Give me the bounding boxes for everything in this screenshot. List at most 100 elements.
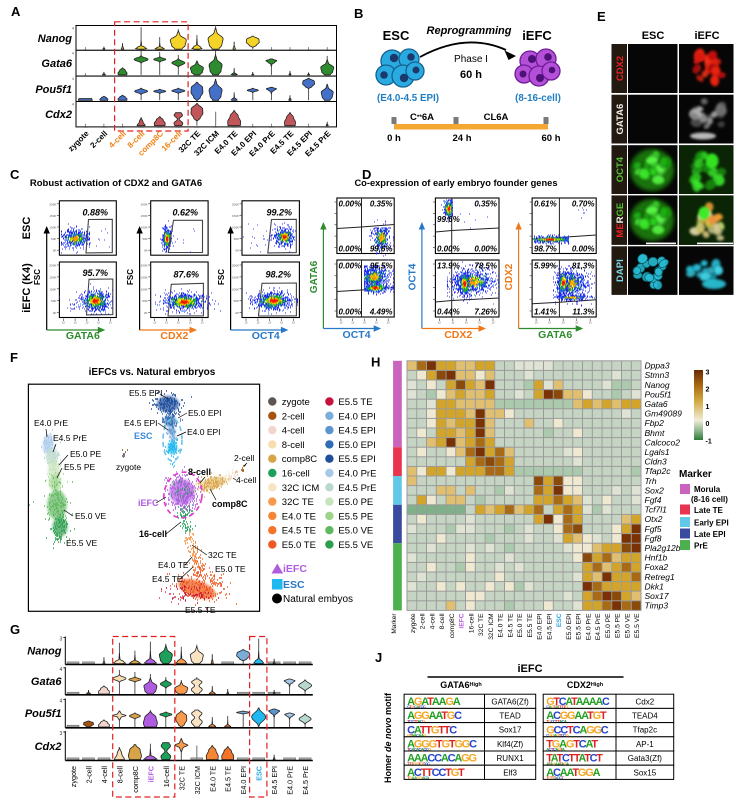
svg-text:E5.5 PE: E5.5 PE	[338, 511, 373, 522]
svg-text:60 h: 60 h	[541, 133, 560, 144]
svg-text:0.44%: 0.44%	[437, 308, 460, 317]
svg-text:ESC: ESC	[556, 613, 563, 627]
svg-text:16-cell: 16-cell	[282, 469, 310, 480]
svg-text:AGGAATGC: AGGAATGC	[407, 710, 462, 722]
svg-text:iEFC: iEFC	[522, 28, 552, 43]
svg-text:4-cell: 4-cell	[429, 613, 436, 629]
svg-text:Homer de novo motif: Homer de novo motif	[383, 692, 393, 783]
svg-text:Morula: Morula	[694, 485, 721, 494]
svg-text:OCT4: OCT4	[343, 329, 371, 341]
svg-text:E4.0 TE: E4.0 TE	[158, 560, 189, 570]
svg-text:0K: 0K	[235, 249, 239, 253]
svg-text:50K: 50K	[51, 237, 56, 241]
svg-text:7.26%: 7.26%	[474, 308, 497, 317]
svg-text:50K: 50K	[234, 299, 239, 303]
svg-text:E5.5 PE: E5.5 PE	[615, 613, 622, 638]
svg-text:E4.0 EPI: E4.0 EPI	[187, 427, 221, 437]
svg-text:Reprogramming: Reprogramming	[427, 25, 512, 37]
svg-text:10: 10	[177, 321, 180, 325]
svg-text:E5.5 TE: E5.5 TE	[527, 613, 534, 638]
svg-text:Otx2: Otx2	[645, 514, 663, 524]
svg-text:2: 2	[706, 387, 710, 394]
svg-text:1.41%: 1.41%	[534, 308, 557, 317]
svg-text:50K: 50K	[51, 299, 56, 303]
svg-text:CTGCATCC: CTGCATCC	[407, 704, 426, 709]
svg-text:Early EPI: Early EPI	[694, 519, 729, 528]
svg-text:0.88%: 0.88%	[82, 208, 108, 218]
svg-text:200K: 200K	[232, 202, 239, 206]
svg-text:E4.5 EPI: E4.5 EPI	[270, 766, 279, 794]
svg-text:E4.5 TE: E4.5 TE	[282, 526, 316, 537]
svg-text:CDX2: CDX2	[504, 263, 515, 290]
svg-text:10: 10	[465, 321, 468, 325]
svg-text:32C TE: 32C TE	[478, 613, 485, 636]
svg-text:87.6%: 87.6%	[173, 270, 199, 280]
svg-text:Fgf8: Fgf8	[645, 533, 662, 543]
svg-text:200K: 200K	[232, 264, 239, 268]
svg-text:E4.0 PrE: E4.0 PrE	[585, 613, 592, 640]
svg-text:E5.5 EPI: E5.5 EPI	[338, 454, 376, 465]
svg-text:zygote: zygote	[282, 397, 310, 408]
svg-text:E4.0 TE: E4.0 TE	[282, 511, 316, 522]
svg-text:0.00%: 0.00%	[572, 245, 595, 254]
svg-text:10: 10	[153, 321, 156, 325]
svg-text:4: 4	[72, 76, 75, 81]
svg-text:FSC: FSC	[126, 269, 135, 285]
svg-text:0.35%: 0.35%	[474, 200, 497, 209]
svg-text:Pou5f1: Pou5f1	[25, 708, 62, 720]
svg-text:TGAAGGACA: TGAAGGACA	[407, 775, 429, 780]
svg-text:TCCTTACG: TCCTTACG	[407, 718, 425, 723]
svg-text:CAGTATTTTG: CAGTATTTTG	[546, 704, 568, 709]
svg-text:4-cell: 4-cell	[236, 475, 256, 485]
svg-text:4: 4	[72, 26, 75, 31]
svg-text:4.49%: 4.49%	[369, 308, 393, 317]
svg-text:GATA6: GATA6	[538, 329, 572, 341]
svg-text:Sox15: Sox15	[634, 768, 657, 777]
svg-text:E4.0 TE: E4.0 TE	[208, 766, 217, 792]
svg-text:Gata6: Gata6	[645, 399, 668, 409]
svg-text:4: 4	[60, 667, 63, 673]
svg-text:Tcf7l1: Tcf7l1	[645, 505, 668, 515]
svg-text:iEFC (K4): iEFC (K4)	[21, 263, 33, 313]
svg-text:Gata6: Gata6	[31, 676, 62, 688]
svg-text:10: 10	[97, 321, 100, 325]
svg-text:E4.5 EPI: E4.5 EPI	[338, 426, 376, 437]
svg-text:Nanog: Nanog	[38, 33, 73, 45]
svg-text:Dppa3: Dppa3	[645, 361, 670, 371]
svg-text:Robust activation of CDX2 and: Robust activation of CDX2 and GATA6	[30, 178, 202, 189]
svg-text:Bhmt: Bhmt	[645, 428, 665, 438]
svg-text:E5.0 EPI: E5.0 EPI	[338, 440, 376, 451]
svg-text:99.6%: 99.6%	[437, 215, 460, 224]
svg-text:zygote: zygote	[116, 462, 141, 472]
svg-text:150K: 150K	[49, 214, 56, 218]
svg-text:TGTTACCT: TGTTACCT	[546, 775, 564, 780]
svg-text:Marker: Marker	[679, 469, 712, 480]
svg-text:Fgf5: Fgf5	[645, 524, 662, 534]
svg-text:ESC: ESC	[134, 431, 153, 441]
svg-text:GATA6(Zf): GATA6(Zf)	[491, 697, 529, 706]
svg-text:OCT4: OCT4	[615, 156, 626, 182]
svg-text:(E4.0-4.5 EPI): (E4.0-4.5 EPI)	[377, 93, 439, 104]
svg-text:0.00%: 0.00%	[339, 262, 362, 271]
svg-text:10: 10	[535, 321, 538, 325]
svg-text:100K: 100K	[232, 287, 239, 291]
svg-text:CL6A: CL6A	[484, 112, 509, 123]
svg-text:100K: 100K	[141, 287, 148, 291]
svg-text:0K: 0K	[144, 311, 148, 315]
svg-text:Sox17: Sox17	[499, 726, 522, 735]
svg-text:iEFC: iEFC	[517, 663, 542, 675]
svg-text:16-cell: 16-cell	[139, 529, 167, 539]
svg-text:F: F	[10, 350, 18, 365]
svg-text:100K: 100K	[49, 226, 56, 230]
svg-text:Cdx2: Cdx2	[636, 697, 655, 706]
svg-text:0 h: 0 h	[387, 133, 401, 144]
svg-text:GCCTCAGGC: GCCTCAGGC	[546, 724, 609, 736]
svg-text:TEAD4: TEAD4	[632, 712, 658, 721]
svg-text:Late EPI: Late EPI	[694, 530, 726, 539]
svg-text:ACTCAGTA: ACTCAGTA	[546, 747, 565, 752]
svg-text:TTTGGTGTCC: TTTGGTGTCC	[407, 761, 430, 766]
svg-text:Lgals1: Lgals1	[645, 447, 670, 457]
svg-text:Trh: Trh	[645, 476, 657, 486]
svg-text:95.5%: 95.5%	[370, 262, 393, 271]
svg-text:10: 10	[292, 321, 295, 325]
